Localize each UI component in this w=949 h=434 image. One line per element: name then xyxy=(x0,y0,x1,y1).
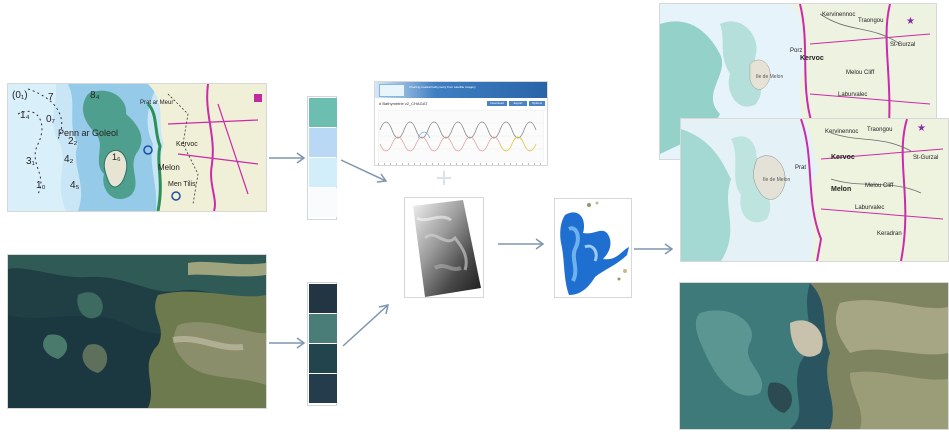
map-label: Melou Cliff xyxy=(846,70,875,76)
map-label: Porz xyxy=(790,48,802,54)
map-label: St-Gurzal xyxy=(890,42,915,48)
sounding-label: 1₆ xyxy=(112,152,121,162)
bathymetry-result-panel xyxy=(554,198,632,298)
star-icon: ★ xyxy=(917,123,926,134)
map-label: Melon xyxy=(831,186,851,193)
satellite-photo-panel xyxy=(7,254,267,409)
bathymetry-result-image xyxy=(555,199,631,297)
place-label: Kervoc xyxy=(176,141,198,148)
download-button[interactable]: Download xyxy=(487,101,507,106)
map-label: Prat xyxy=(795,165,806,171)
banner-title: Charting coastal bathymetry from satelli… xyxy=(409,85,476,89)
map-label: St-Gurzal xyxy=(913,155,938,161)
color-swatch xyxy=(309,188,337,217)
place-label: Melon xyxy=(158,163,180,172)
sounding-label: 1₀ xyxy=(36,180,46,191)
sounding-label: 1₄ xyxy=(20,110,30,121)
tide-curve-highlight xyxy=(499,136,537,152)
arrow-bathymetry-to-maps xyxy=(634,243,674,255)
tide-curve-primary xyxy=(379,121,537,139)
color-swatch xyxy=(309,284,337,313)
star-icon: ★ xyxy=(906,16,915,27)
color-swatch xyxy=(309,158,337,187)
color-swatch xyxy=(309,314,337,343)
place-label: Prat ar Meur xyxy=(140,100,173,106)
sounding-label: 4₅ xyxy=(70,180,80,191)
map-label: Laburvalec xyxy=(838,92,867,98)
grayscale-depth-raster-panel xyxy=(404,197,484,298)
map-label: Melou Cliff xyxy=(865,183,894,189)
map-label: Kervoc xyxy=(831,154,855,161)
map-label: Traongou xyxy=(867,127,892,133)
sounding-label: 0₇ xyxy=(46,114,56,125)
sounding-label: (0₁) xyxy=(12,90,28,101)
sounding-label: 3₁ xyxy=(26,156,36,167)
anchor-icon xyxy=(171,191,181,201)
app-banner: Charting coastal bathymetry from satelli… xyxy=(375,82,547,98)
sounding-label: 8₄ xyxy=(90,90,100,101)
map-label: Laburvalec xyxy=(855,205,884,211)
arrow-raster-to-bathymetry xyxy=(498,238,545,250)
photo-color-swatch-column xyxy=(307,282,337,406)
topo-map-front-panel: Kervinennoc Traongou Kervoc Melon Ile de… xyxy=(680,118,949,262)
app-logo xyxy=(379,84,405,97)
arrow-photo-to-swatches xyxy=(269,337,306,349)
place-label: Men Tilis xyxy=(168,181,196,188)
color-swatch xyxy=(309,128,337,157)
buoy-icon xyxy=(143,145,153,155)
map-label: Ile de Melon xyxy=(763,177,790,183)
satellite-photo-image xyxy=(8,255,266,408)
chart-color-swatch-column xyxy=(307,96,337,220)
place-label: Penn ar Goleol xyxy=(58,128,118,138)
color-swatch xyxy=(309,98,337,127)
map-label: Ile de Melon xyxy=(756,74,783,80)
page-title: # Bathymetrie v2_CHAGAT xyxy=(379,101,428,106)
web-app-screenshot: Charting coastal bathymetry from satelli… xyxy=(374,81,548,166)
export-button[interactable]: Export xyxy=(509,101,527,106)
arrow-chart-to-swatches xyxy=(269,152,306,164)
tide-axis-ticks xyxy=(378,163,544,165)
map-label: Kervinennoc xyxy=(825,129,858,135)
satellite-output-image xyxy=(680,283,948,429)
nautical-chart-panel: (0₁) 7 8₄ 1₄ 0₇ 2₂ 3₁ 4₂ 1₆ 1₀ 4₅ Penn a… xyxy=(7,83,267,212)
tide-curve-secondary xyxy=(379,136,501,152)
color-swatch xyxy=(309,374,337,403)
map-label: Keradran xyxy=(877,231,902,237)
nautical-chart-image: (0₁) 7 8₄ 1₄ 0₇ 2₂ 3₁ 4₂ 1₆ 1₀ 4₅ Penn a… xyxy=(8,84,266,211)
topo-map-front-image: Kervinennoc Traongou Kervoc Melon Ile de… xyxy=(681,119,948,261)
tide-curve-marker xyxy=(417,131,431,139)
map-label: Kervinennoc xyxy=(822,12,855,18)
map-label: Kervoc xyxy=(800,55,824,62)
grayscale-depth-raster xyxy=(413,200,481,297)
options-button[interactable]: Options xyxy=(529,101,545,106)
map-label: Traongou xyxy=(858,18,883,24)
arrow-swatches-to-raster xyxy=(342,304,389,347)
sounding-label: 4₂ xyxy=(64,154,74,165)
satellite-output-panel xyxy=(679,282,949,430)
tide-curve-plot xyxy=(378,110,544,162)
sounding-label: 7 xyxy=(48,92,54,103)
arrow-swatches-to-webapp xyxy=(340,159,388,183)
color-swatch xyxy=(309,344,337,373)
combine-plus-icon xyxy=(437,171,451,185)
sounding-label: 2₂ xyxy=(68,136,78,147)
